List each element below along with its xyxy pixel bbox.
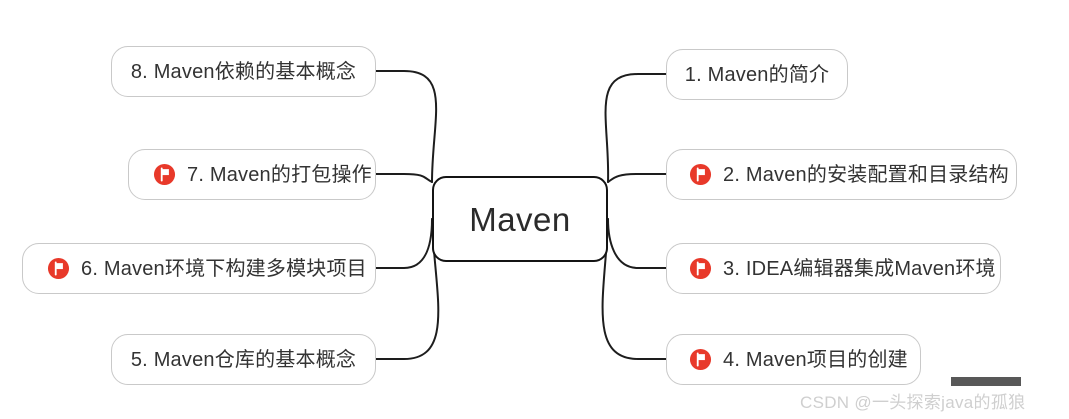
connector-branch-3 bbox=[607, 218, 667, 269]
branch-node-5[interactable]: 5. Maven仓库的基本概念 bbox=[111, 334, 376, 385]
branch-node-3[interactable]: 3. IDEA编辑器集成Maven环境 bbox=[666, 243, 1001, 294]
red-flag-icon bbox=[47, 257, 70, 280]
connector-branch-6 bbox=[375, 218, 433, 269]
connector-branch-5 bbox=[375, 218, 440, 360]
center-node-maven[interactable]: Maven bbox=[432, 176, 608, 262]
branch-node-7[interactable]: 7. Maven的打包操作 bbox=[128, 149, 376, 200]
branch-node-1[interactable]: 1. Maven的简介 bbox=[666, 49, 848, 100]
watermark-text: CSDN @一头探索java的孤狼 bbox=[800, 393, 1026, 412]
connector-branch-8 bbox=[375, 70, 438, 183]
branch-node-2[interactable]: 2. Maven的安装配置和目录结构 bbox=[666, 149, 1017, 200]
connector-branch-1 bbox=[604, 73, 667, 183]
branch-node-1-label: 1. Maven的简介 bbox=[684, 63, 830, 86]
branch-node-8[interactable]: 8. Maven依赖的基本概念 bbox=[111, 46, 376, 97]
branch-node-5-label: 5. Maven仓库的基本概念 bbox=[130, 348, 357, 371]
branch-node-3-label: 3. IDEA编辑器集成Maven环境 bbox=[723, 257, 996, 280]
redaction-bar bbox=[951, 377, 1021, 386]
branch-node-8-label: 8. Maven依赖的基本概念 bbox=[130, 60, 357, 83]
red-flag-icon bbox=[153, 163, 176, 186]
connector-branch-7 bbox=[375, 173, 433, 183]
branch-node-6[interactable]: 6. Maven环境下构建多模块项目 bbox=[22, 243, 376, 294]
branch-node-6-label: 6. Maven环境下构建多模块项目 bbox=[81, 257, 367, 280]
center-node-label: Maven bbox=[469, 200, 571, 238]
red-flag-icon bbox=[689, 163, 712, 186]
branch-node-4-label: 4. Maven项目的创建 bbox=[723, 348, 908, 371]
branch-node-7-label: 7. Maven的打包操作 bbox=[187, 163, 372, 186]
red-flag-icon bbox=[689, 348, 712, 371]
branch-node-4[interactable]: 4. Maven项目的创建 bbox=[666, 334, 921, 385]
branch-node-2-label: 2. Maven的安装配置和目录结构 bbox=[723, 163, 1009, 186]
red-flag-icon bbox=[689, 257, 712, 280]
connector-branch-4 bbox=[601, 218, 667, 360]
connector-branch-2 bbox=[607, 173, 667, 183]
